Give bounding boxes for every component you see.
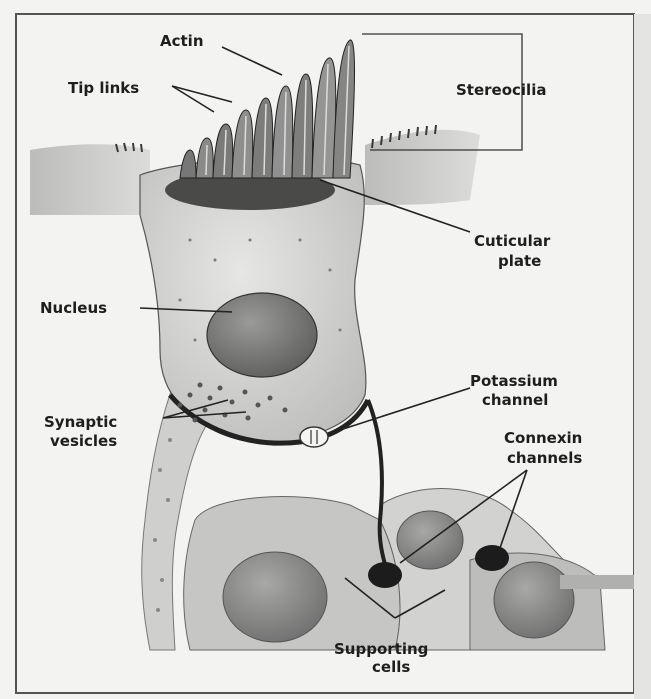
supporting-cell-nucleus-1	[223, 552, 327, 642]
connexin-channel-2	[475, 545, 509, 571]
label-potassium-channel-line1: Potassium	[470, 372, 558, 390]
supporting-cell-nucleus-3	[494, 562, 574, 638]
potassium-channel-shape	[300, 427, 328, 447]
label-synaptic-vesicles-line1: Synaptic	[44, 413, 117, 431]
label-cuticular-plate-line2: plate	[498, 252, 541, 270]
page-edge	[634, 14, 651, 699]
label-connexin-channels-line1: Connexin	[504, 429, 582, 447]
label-supporting-cells-line2: cells	[372, 658, 410, 676]
label-supporting-cells-line1: Supporting	[334, 640, 428, 658]
label-synaptic-vesicles-line2: vesicles	[50, 432, 117, 450]
nucleus-shape	[207, 293, 317, 377]
supporting-cell-nucleus-2	[397, 511, 463, 569]
connexin-bar	[560, 575, 634, 589]
label-stereocilia: Stereocilia	[456, 81, 546, 99]
label-cuticular-plate-line1: Cuticular	[474, 232, 551, 250]
label-actin: Actin	[160, 32, 204, 50]
left-epithelium	[30, 144, 150, 215]
label-tip-links: Tip links	[68, 79, 139, 97]
connexin-channel-1	[368, 562, 402, 588]
label-connexin-channels-line2: channels	[507, 449, 582, 467]
label-nucleus: Nucleus	[40, 299, 107, 317]
label-potassium-channel-line2: channel	[482, 391, 548, 409]
